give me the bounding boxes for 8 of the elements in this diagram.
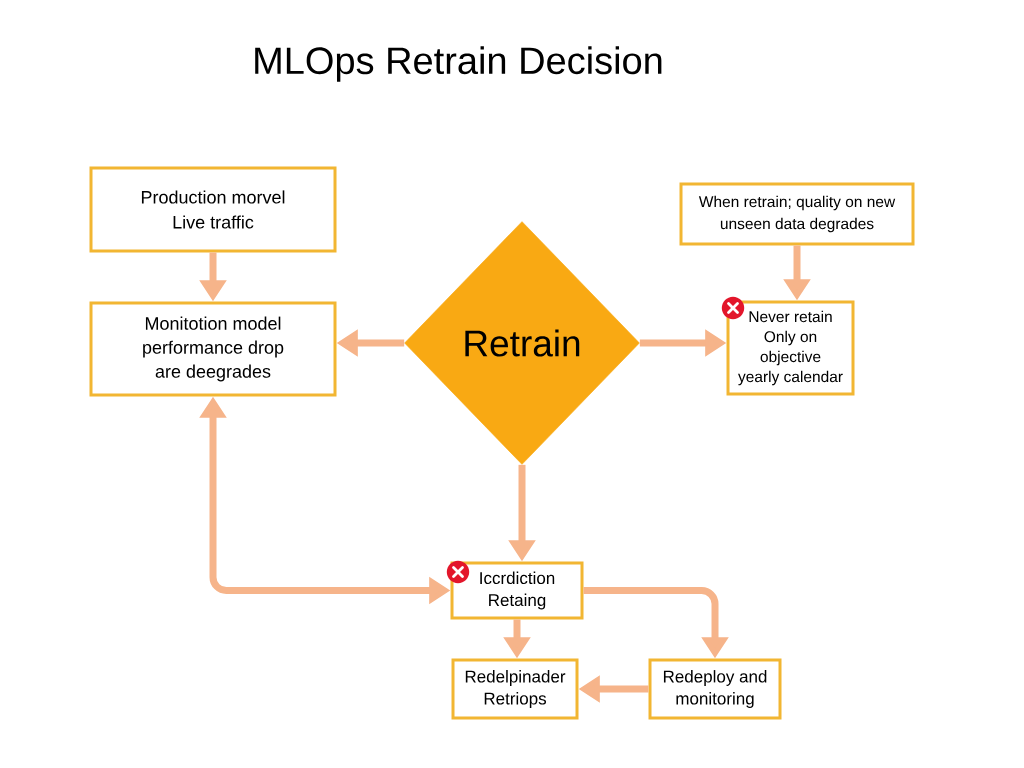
process-box: Redelpinader Retriops	[451, 658, 579, 720]
process-box: Monitotion model performance drop are deegrades	[89, 301, 337, 397]
process-box: Never retain Only on objective yearly calendar	[726, 300, 855, 396]
process-box: When retrain; quality on new unseen data degrades	[679, 182, 915, 246]
process-box: Production morvel Live traffic	[89, 166, 337, 253]
process-box: Redeploy and monitoring	[648, 658, 782, 720]
title: MLOps Retrain Decision	[255, 46, 662, 82]
process-box: Iccrdiction Retaing	[450, 561, 584, 620]
